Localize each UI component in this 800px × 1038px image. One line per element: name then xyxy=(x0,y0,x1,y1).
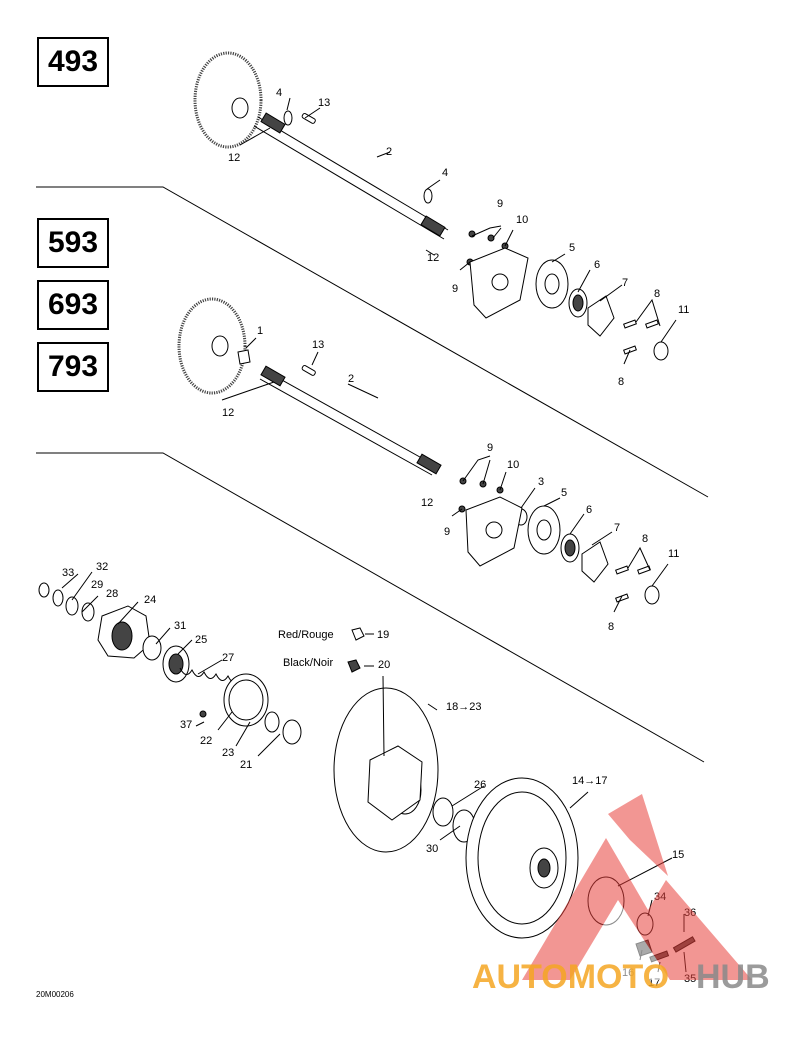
svg-text:25: 25 xyxy=(195,634,207,646)
svg-text:14→17: 14→17 xyxy=(572,775,607,787)
svg-text:12: 12 xyxy=(228,152,240,164)
svg-text:8: 8 xyxy=(608,621,614,633)
svg-text:11: 11 xyxy=(668,548,679,560)
section-493-assembly: 4 13 12 2 4 9 10 12 9 5 6 7 8 11 8 xyxy=(193,51,689,388)
svg-text:20M00206: 20M00206 xyxy=(36,990,74,999)
svg-text:9: 9 xyxy=(452,283,458,295)
svg-text:8: 8 xyxy=(618,376,624,388)
svg-text:13: 13 xyxy=(312,339,324,351)
svg-text:26: 26 xyxy=(474,779,486,791)
svg-text:15: 15 xyxy=(672,849,684,861)
svg-text:13: 13 xyxy=(318,97,330,109)
watermark-text-automoto: AUTOMOTO xyxy=(472,958,669,996)
svg-text:2: 2 xyxy=(348,373,354,385)
svg-text:9: 9 xyxy=(497,198,503,210)
svg-text:12: 12 xyxy=(421,497,433,509)
automotohub-watermark-logo: AUTOMOTO HUB xyxy=(472,794,770,996)
svg-text:33: 33 xyxy=(62,567,74,579)
svg-text:8: 8 xyxy=(654,288,660,300)
svg-text:Red/Rouge: Red/Rouge xyxy=(278,629,334,641)
svg-text:30: 30 xyxy=(426,843,438,855)
svg-text:31: 31 xyxy=(174,620,186,632)
svg-text:5: 5 xyxy=(561,487,567,499)
svg-text:4: 4 xyxy=(276,87,282,99)
svg-text:23: 23 xyxy=(222,747,234,759)
watermark-text-hub: HUB xyxy=(696,958,770,996)
svg-text:8: 8 xyxy=(642,533,648,545)
svg-text:5: 5 xyxy=(569,242,575,254)
svg-text:32: 32 xyxy=(96,561,108,573)
svg-text:19: 19 xyxy=(377,629,389,641)
svg-text:6: 6 xyxy=(586,504,592,516)
svg-text:10: 10 xyxy=(507,459,519,471)
svg-text:21: 21 xyxy=(240,759,252,771)
model-793-box: 793 xyxy=(37,342,109,392)
svg-text:37: 37 xyxy=(180,719,192,731)
svg-text:27: 27 xyxy=(222,652,234,664)
svg-text:Black/Noir: Black/Noir xyxy=(283,657,333,669)
svg-text:3: 3 xyxy=(538,476,544,488)
svg-text:22: 22 xyxy=(200,735,212,747)
svg-text:12: 12 xyxy=(222,407,234,419)
model-493-box: 493 xyxy=(37,37,109,87)
gear-hub-493 xyxy=(231,97,249,119)
svg-text:12: 12 xyxy=(427,252,439,264)
model-693-box: 693 xyxy=(37,280,109,330)
svg-text:9: 9 xyxy=(444,526,450,538)
sprocket-gear-493 xyxy=(193,51,263,149)
driven-pulley-assembly: Red/Rouge 19 Black/Noir 20 18→23 33 32 2… xyxy=(36,561,696,999)
svg-text:6: 6 xyxy=(594,259,600,271)
svg-text:7: 7 xyxy=(622,277,628,289)
svg-text:10: 10 xyxy=(516,214,528,226)
svg-text:28: 28 xyxy=(106,588,118,600)
svg-text:9: 9 xyxy=(487,442,493,454)
svg-text:11: 11 xyxy=(678,304,689,316)
section-divider-bottom xyxy=(36,452,705,763)
svg-text:4: 4 xyxy=(442,167,448,179)
model-593-box: 593 xyxy=(37,218,109,268)
svg-text:24: 24 xyxy=(144,594,156,606)
svg-text:20: 20 xyxy=(378,659,390,671)
section-divider-top xyxy=(36,186,709,498)
svg-text:7: 7 xyxy=(614,522,620,534)
section-593-693-793-assembly: 1 13 2 12 9 10 12 9 3 5 6 7 8 11 8 xyxy=(177,297,679,633)
svg-text:18→23: 18→23 xyxy=(446,701,481,713)
logo-triangle-icon xyxy=(522,838,752,980)
svg-text:1: 1 xyxy=(257,325,263,337)
svg-text:29: 29 xyxy=(91,579,103,591)
svg-text:2: 2 xyxy=(386,146,392,158)
